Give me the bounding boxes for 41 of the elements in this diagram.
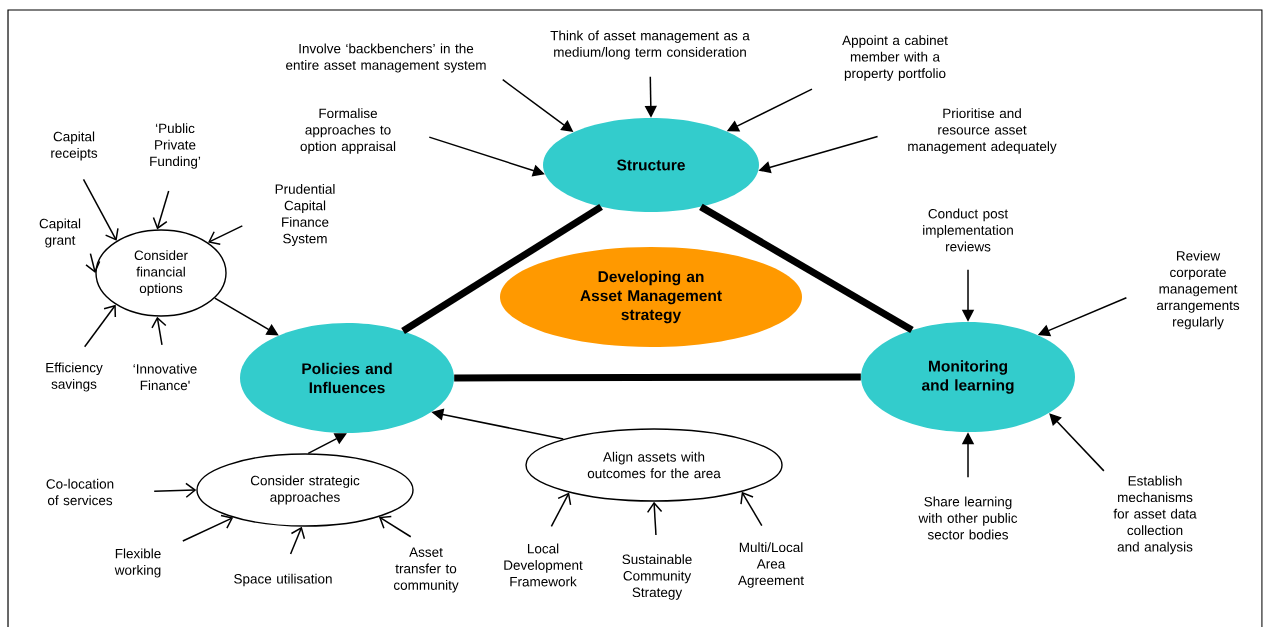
arrow [153,482,197,499]
action-text: ‘Innovative Finance' [133,363,197,391]
action-text: Flexible working [114,548,161,578]
action-text: Multi/Local Area Agreement [738,542,804,588]
arrow [740,491,763,527]
arrow [182,514,234,542]
action-text: Conduct post implementation reviews [923,208,1013,252]
arrow [82,178,119,241]
action-text: Involve ‘backbenchers’ in the entire asset management system [286,43,486,73]
connector-line [699,203,914,333]
arrow [550,492,572,528]
arrow [83,304,117,348]
arrow [307,433,347,455]
action-text: Local Development Framework [504,543,583,587]
arrow [378,515,412,538]
action-text: Think of asset management as a medium/long term consideration [550,30,750,60]
arrow [152,190,170,230]
action-text: Capital grant [39,218,81,248]
connector-line [401,203,603,334]
action-text: Efficiency savings [46,362,103,392]
arrow [208,225,244,246]
action-text: Appoint a cabinet member with a property portfolio [842,35,948,81]
action-text: Asset transfer to community [393,547,459,593]
action-text: Sustainable Community Strategy [622,554,692,600]
action-text: Formalise approaches to option appraisal [300,108,396,154]
action-text: Space utilisation [234,573,332,587]
action-text: Capital receipts [51,131,98,161]
arrow [646,501,663,536]
arrow [289,526,306,555]
action-text: Establish mechanisms for asset data collection and analysis [1113,475,1197,555]
arrow [214,297,279,336]
action-text: Review corporate management arrangements regularly [1156,250,1240,330]
arrow [1049,413,1105,472]
action-text: ‘Public Private Funding’ [150,123,201,169]
action-text: Prudential Capital Finance System [275,183,335,247]
action-text: Prioritise and resource asset management adequately [908,108,1057,154]
arrow [428,136,545,177]
action-text: Co-location of services [46,478,114,506]
action-text: Share learning with other public sector bodies [918,496,1018,540]
arrow [151,316,167,346]
arrow [85,252,101,273]
